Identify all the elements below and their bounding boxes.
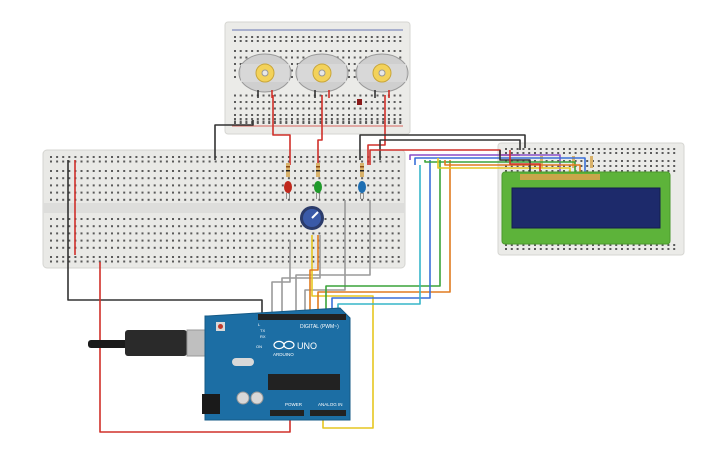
wire-green-lcd-top: [424, 160, 576, 172]
main-breadboard: [42, 149, 406, 269]
wire-red-motor2: [317, 95, 323, 165]
wire-black-top: [214, 120, 254, 160]
led-red: [284, 163, 292, 199]
led-blue: [358, 163, 366, 199]
atmega-chip: [268, 374, 340, 390]
lcd-resistor-3: [590, 156, 593, 168]
lcd-display: [501, 171, 671, 245]
arduino-uno: DIGITAL (PWM~) TX RX L ON UNO ARDUINO PO…: [202, 307, 351, 421]
leds: [284, 163, 366, 199]
power-label: POWER: [285, 402, 303, 407]
wire-yellow-lcd-top: [437, 158, 571, 172]
wire-orange-pot: [309, 235, 319, 318]
potentiometer: [300, 206, 324, 230]
wire-red-motor1: [272, 95, 291, 165]
wire-yellow-pot: [311, 235, 374, 429]
motors: [238, 53, 409, 98]
arduino-logo: [273, 340, 295, 350]
brand-label: ARDUINO: [273, 352, 294, 357]
rx-label: RX: [260, 334, 266, 339]
analog-label: ANALOG IN: [318, 402, 343, 407]
wire-green-lcd: [325, 160, 441, 318]
on-label: ON: [256, 344, 262, 349]
wire-orange-lcd: [317, 160, 451, 318]
wire-orange-lcd-top: [444, 160, 581, 172]
tx-label: TX: [260, 328, 265, 333]
wire-gray-4: [304, 200, 346, 318]
wire-black-lcd2: [359, 134, 526, 160]
wire-black-lcd3: [499, 150, 531, 172]
wire-gray-2: [281, 235, 321, 318]
led-green: [314, 163, 322, 199]
top-resistor: [357, 99, 362, 105]
dc-motor-3: [355, 53, 409, 98]
main-breadboard-holes: [50, 156, 400, 263]
wire-gray-3: [295, 200, 371, 318]
wire-purple-lcd: [409, 154, 561, 172]
usb-cable: [88, 329, 226, 357]
wire-red-lcd2: [509, 150, 541, 172]
wire-gray-1: [271, 240, 291, 318]
model-label: UNO: [297, 341, 317, 351]
wire-red-motor3: [367, 95, 386, 165]
wire-black-arduino: [67, 255, 263, 318]
dc-motor-1: [238, 53, 292, 98]
digital-label: DIGITAL (PWM~): [300, 324, 339, 330]
l-label: L: [258, 322, 261, 327]
dc-motor-2: [295, 53, 349, 98]
